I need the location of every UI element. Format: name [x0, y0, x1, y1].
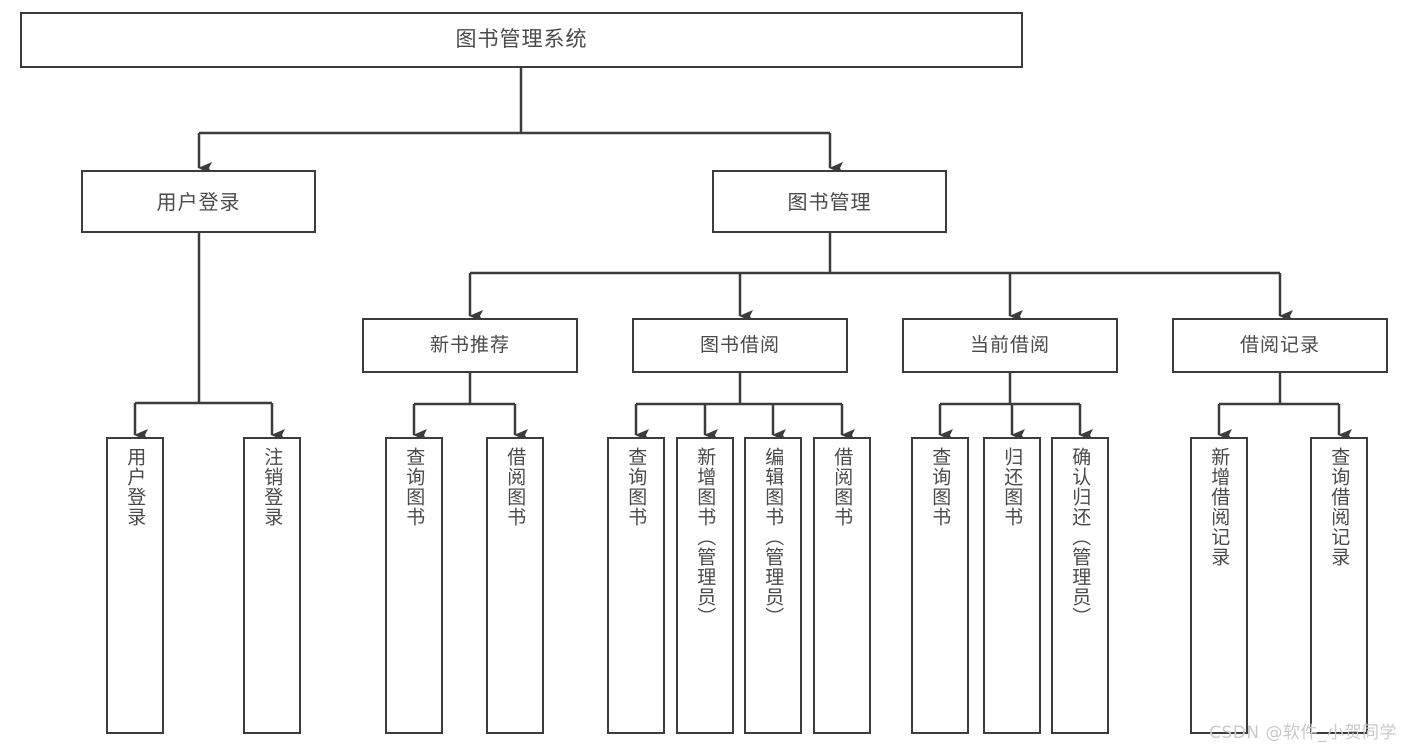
leaf-borrow-book-rec[interactable]: 借阅图书: [486, 437, 544, 734]
leaf-add-borrow-record-label: 新增借阅记录: [1208, 447, 1231, 567]
leaf-query-book-borrow[interactable]: 查询图书: [607, 437, 665, 734]
leaf-add-borrow-record[interactable]: 新增借阅记录: [1190, 437, 1248, 734]
leaf-query-book-current[interactable]: 查询图书: [911, 437, 969, 734]
node-current-borrow-label: 当前借阅: [969, 334, 1050, 357]
leaf-add-book-admin[interactable]: 新增图书（管理员）: [676, 437, 734, 734]
leaf-user-login[interactable]: 用户登录: [106, 437, 164, 734]
leaf-query-book-borrow-label: 查询图书: [625, 447, 648, 527]
node-book-management[interactable]: 图书管理: [712, 170, 947, 233]
leaf-query-borrow-record-label: 查询借阅记录: [1328, 447, 1351, 567]
leaf-edit-book-admin-label: 编辑图书（管理员）: [762, 447, 785, 627]
leaf-query-borrow-record[interactable]: 查询借阅记录: [1310, 437, 1368, 734]
leaf-logout-label: 注销登录: [261, 447, 284, 527]
node-root[interactable]: 图书管理系统: [20, 12, 1023, 68]
leaf-borrow-book-rec-label: 借阅图书: [504, 447, 527, 527]
leaf-user-login-label: 用户登录: [124, 447, 147, 527]
node-borrow-record-label: 借阅记录: [1239, 334, 1320, 357]
leaf-borrow-book-label: 借阅图书: [831, 447, 854, 527]
leaf-logout[interactable]: 注销登录: [243, 437, 301, 734]
leaf-query-book-rec[interactable]: 查询图书: [385, 437, 443, 734]
leaf-confirm-return-admin[interactable]: 确认归还（管理员）: [1051, 437, 1109, 734]
node-root-label: 图书管理系统: [455, 27, 588, 52]
leaf-confirm-return-admin-label: 确认归还（管理员）: [1069, 447, 1092, 627]
leaf-borrow-book[interactable]: 借阅图书: [813, 437, 871, 734]
csdn-watermark: CSDN @软件_小贺同学: [1209, 723, 1397, 743]
node-current-borrow[interactable]: 当前借阅: [902, 318, 1118, 373]
leaf-query-book-rec-label: 查询图书: [403, 447, 426, 527]
leaf-return-book[interactable]: 归还图书: [983, 437, 1041, 734]
node-book-borrow-label: 图书借阅: [699, 334, 780, 357]
node-new-book-recommend-label: 新书推荐: [429, 334, 510, 357]
node-book-borrow[interactable]: 图书借阅: [632, 318, 848, 373]
leaf-query-book-current-label: 查询图书: [929, 447, 952, 527]
node-borrow-record[interactable]: 借阅记录: [1172, 318, 1388, 373]
leaf-add-book-admin-label: 新增图书（管理员）: [694, 447, 717, 627]
node-user-login-label: 用户登录: [156, 189, 241, 214]
node-new-book-recommend[interactable]: 新书推荐: [362, 318, 578, 373]
node-book-management-label: 图书管理: [787, 189, 872, 214]
node-user-login[interactable]: 用户登录: [81, 170, 316, 233]
leaf-edit-book-admin[interactable]: 编辑图书（管理员）: [744, 437, 802, 734]
leaf-return-book-label: 归还图书: [1001, 447, 1024, 527]
